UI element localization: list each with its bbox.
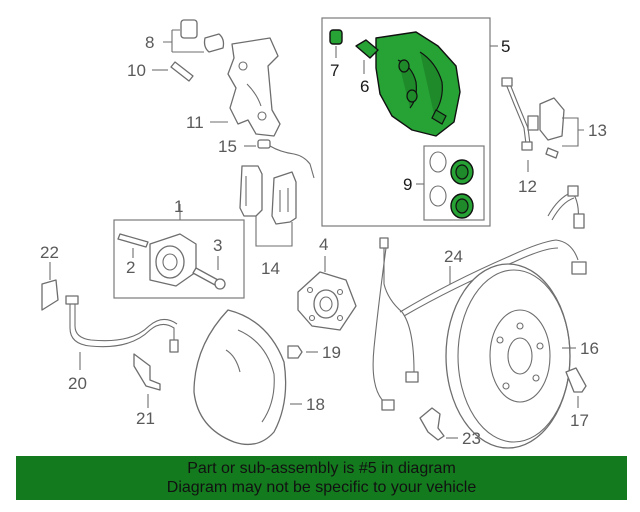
callout-16: 16 (580, 339, 599, 358)
callout-8: 8 (145, 33, 154, 52)
part-17-bolt (565, 367, 587, 408)
callout-18: 18 (306, 395, 325, 414)
callout-17: 17 (570, 411, 589, 430)
callout-22: 22 (40, 243, 59, 262)
callout-20: 20 (68, 374, 87, 393)
callout-21: 21 (136, 409, 155, 428)
callout-9: 9 (403, 175, 412, 194)
banner-line-1: Part or sub-assembly is #5 in diagram (187, 460, 456, 477)
part-9-piston-seal-kit[interactable] (429, 151, 474, 219)
callout-6: 6 (360, 77, 369, 96)
part-16-brake-rotor (445, 263, 576, 449)
part-14-brake-pads (239, 165, 297, 247)
part-19-bolt (287, 345, 318, 359)
part-23-sensor (419, 407, 458, 441)
brake-parts-diagram: 8 10 11 15 14 1 2 (40, 17, 607, 449)
callout-1: 1 (174, 197, 183, 216)
callout-14: 14 (261, 259, 280, 278)
callout-23: 23 (462, 429, 481, 448)
callout-5: 5 (501, 37, 510, 56)
part-5-brake-caliper[interactable] (329, 29, 461, 137)
part-10-guide-pin (152, 61, 194, 82)
part-11-caliper-bracket (210, 37, 281, 137)
part-9-callout-box (423, 145, 485, 221)
part-15-wear-sensor (244, 139, 315, 179)
callout-15: 15 (218, 137, 237, 156)
brake-line-right (547, 185, 585, 229)
callout-24: 24 (444, 247, 463, 266)
callout-4: 4 (319, 235, 328, 254)
part-24-sensor-wire (372, 237, 587, 411)
callout-2: 2 (126, 258, 135, 277)
callout-3: 3 (213, 236, 222, 255)
callout-13: 13 (588, 121, 607, 140)
part-4-hub (297, 256, 357, 331)
callout-11: 11 (186, 113, 204, 132)
diagram-notice-banner: Part or sub-assembly is #5 in diagram Di… (16, 456, 627, 500)
part-22-bracket (41, 262, 59, 311)
part-1-hub-assembly (113, 204, 245, 299)
part-18-splash-shield (193, 309, 302, 446)
part-13-pad-clips (527, 97, 584, 159)
callout-7: 7 (330, 61, 339, 80)
callout-10: 10 (127, 61, 146, 80)
callout-19: 19 (322, 343, 341, 362)
part-20-brake-hose (65, 295, 179, 370)
part-21-clip (133, 353, 161, 408)
part-12-brake-line (501, 77, 533, 172)
part-5-callout-box (321, 17, 491, 227)
part-8-bushings (163, 19, 225, 53)
callout-12: 12 (518, 177, 537, 196)
banner-line-2: Diagram may not be specific to your vehi… (166, 479, 477, 496)
